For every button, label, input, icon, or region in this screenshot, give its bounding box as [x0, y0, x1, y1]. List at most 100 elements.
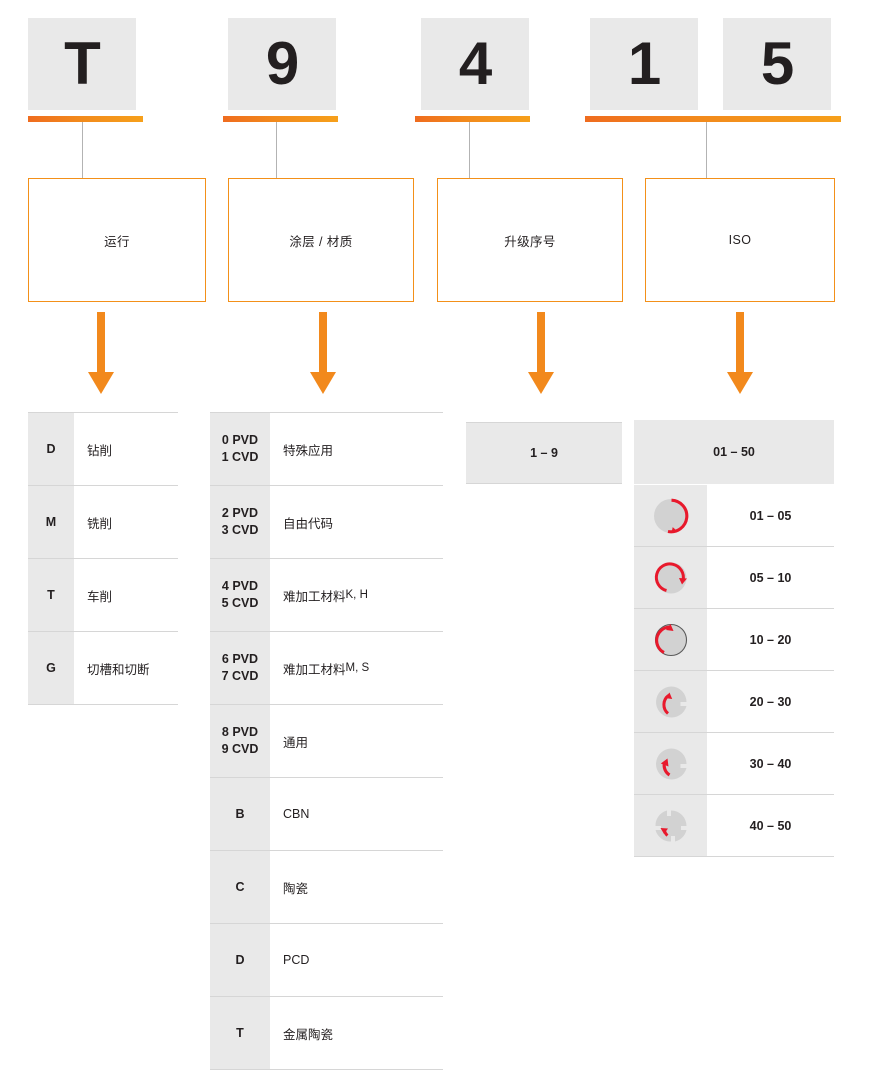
upgrade-range-band: 1 – 9	[466, 422, 622, 484]
arrow-head	[528, 372, 554, 394]
coating-value: 金属陶瓷	[270, 997, 443, 1069]
operation-key: G	[28, 632, 74, 704]
coating-key: B	[210, 778, 270, 850]
arrow-shaft	[537, 312, 545, 372]
iso-row: 05 – 10	[634, 547, 834, 609]
table-row: G 切槽和切断	[28, 632, 178, 705]
coating-key-line2: 3 CVD	[221, 523, 259, 537]
table-row: C 陶瓷	[210, 851, 443, 924]
wear-gauge-01-05-icon	[634, 485, 707, 546]
coating-value-sub: K, H	[345, 589, 368, 601]
table-row: D PCD	[210, 924, 443, 997]
coating-value: PCD	[270, 924, 443, 996]
coating-key: 0 PVD 1 CVD	[210, 413, 270, 485]
coating-key-line2: 9 CVD	[221, 742, 259, 756]
arrow-head	[88, 372, 114, 394]
coating-value-main: 通用	[283, 735, 309, 750]
category-label-iso: ISO	[728, 233, 752, 247]
coating-value-main: 自由代码	[283, 516, 334, 531]
coating-value: 自由代码	[270, 486, 443, 558]
group-underline-upgrade	[415, 116, 530, 122]
category-label-operation: 运行	[104, 234, 130, 249]
arrow-shaft	[319, 312, 327, 372]
group-underline-iso	[585, 116, 841, 122]
table-row: 6 PVD 7 CVD 难加工材料 M, S	[210, 632, 443, 705]
category-label-upgrade: 升级序号	[504, 234, 556, 249]
table-row: T 金属陶瓷	[210, 997, 443, 1070]
coating-value-main: 特殊应用	[283, 443, 334, 458]
wear-gauge-05-10-icon	[634, 547, 707, 608]
connector-stem-upgrade	[469, 122, 470, 178]
coating-value-sub: M, S	[345, 662, 370, 674]
arrow-shaft	[97, 312, 105, 372]
coating-table: 0 PVD 1 CVD 特殊应用 2 PVD 3 CVD 自由代码	[210, 412, 443, 1070]
iso-row: 40 – 50	[634, 795, 834, 857]
table-row: T 车削	[28, 559, 178, 632]
category-box-coating: 涂层 / 材质	[228, 178, 414, 302]
category-box-upgrade: 升级序号	[437, 178, 623, 302]
coating-value: 陶瓷	[270, 851, 443, 923]
connector-stem-iso	[706, 122, 707, 178]
code-tile-2: 9	[228, 18, 336, 110]
code-tile-5: 5	[723, 18, 831, 110]
wear-gauge-10-20-icon	[634, 609, 707, 670]
iso-row: 10 – 20	[634, 609, 834, 671]
table-row: M 铣削	[28, 486, 178, 559]
code-tile-3-char: 4	[458, 30, 492, 97]
table-row: 0 PVD 1 CVD 特殊应用	[210, 413, 443, 486]
table-row: 8 PVD 9 CVD 通用	[210, 705, 443, 778]
coating-value-main: 难加工材料	[283, 662, 346, 677]
coating-key-line1: 0 PVD	[221, 433, 259, 448]
operation-key: M	[28, 486, 74, 558]
code-tile-1-char: T	[64, 30, 101, 97]
operation-key: T	[28, 559, 74, 631]
coating-key: 2 PVD 3 CVD	[210, 486, 270, 558]
table-row: B CBN	[210, 778, 443, 851]
coating-value-main: 难加工材料	[283, 589, 346, 604]
arrow-head	[310, 372, 336, 394]
flow-arrow-coating	[310, 312, 336, 394]
iso-row: 20 – 30	[634, 671, 834, 733]
wear-gauge-20-30-icon	[634, 671, 707, 732]
coating-value: 通用	[270, 705, 443, 777]
category-box-operation: 运行	[28, 178, 206, 302]
coating-key: D	[210, 924, 270, 996]
group-underline-coating	[223, 116, 338, 122]
coating-key-line1: 8 PVD	[221, 725, 259, 740]
flow-arrow-upgrade	[528, 312, 554, 394]
connector-stem-coating	[276, 122, 277, 178]
coating-key: 6 PVD 7 CVD	[210, 632, 270, 704]
arrow-head	[727, 372, 753, 394]
iso-range-label: 40 – 50	[707, 795, 834, 856]
code-tile-4: 1	[590, 18, 698, 110]
coating-key-line2: 1 CVD	[221, 450, 259, 464]
iso-range-label: 01 – 05	[707, 485, 834, 546]
coating-key-line1: 4 PVD	[221, 579, 259, 594]
flow-arrow-operation	[88, 312, 114, 394]
flow-arrow-iso	[727, 312, 753, 394]
wear-gauge-30-40-icon	[634, 733, 707, 794]
code-tile-1: T	[28, 18, 136, 110]
table-row: 2 PVD 3 CVD 自由代码	[210, 486, 443, 559]
code-tile-3: 4	[421, 18, 529, 110]
iso-row: 01 – 05	[634, 485, 834, 547]
coating-key-line1: 6 PVD	[221, 652, 259, 667]
iso-table-header: 01 – 50	[634, 420, 834, 485]
coating-key: 8 PVD 9 CVD	[210, 705, 270, 777]
iso-range-label: 05 – 10	[707, 547, 834, 608]
coating-value: 难加工材料 K, H	[270, 559, 443, 631]
coating-key-line2: 7 CVD	[221, 669, 259, 683]
coating-key-line2: 5 CVD	[221, 596, 259, 610]
operation-value: 铣削	[74, 486, 178, 558]
code-tile-4-char: 1	[627, 30, 661, 97]
iso-table: 01 – 50 01 – 05 05 – 10	[634, 420, 834, 857]
coating-value: 特殊应用	[270, 413, 443, 485]
upgrade-range-label: 1 – 9	[530, 446, 558, 460]
operation-value: 钻削	[74, 413, 178, 485]
wear-gauge-40-50-icon	[634, 795, 707, 856]
group-underline-operation	[28, 116, 143, 122]
category-label-coating: 涂层 / 材质	[289, 234, 353, 249]
iso-row: 30 – 40	[634, 733, 834, 795]
iso-range-label: 20 – 30	[707, 671, 834, 732]
